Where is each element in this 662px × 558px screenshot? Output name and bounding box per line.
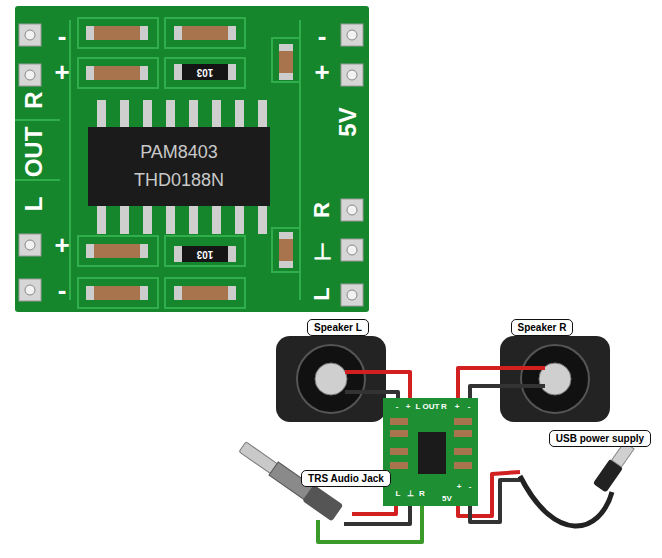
callout-text: Speaker L — [314, 322, 362, 333]
pin-label: - — [469, 483, 472, 491]
pin-label: - — [468, 403, 471, 411]
pin-label: + — [457, 483, 462, 491]
pin-label: ⊥ — [407, 490, 414, 498]
board-marking: + — [54, 232, 69, 258]
pin-label: - — [396, 403, 399, 411]
board-marking: L — [311, 287, 333, 300]
pin-label: + — [406, 403, 411, 411]
board-marking: + — [54, 59, 69, 85]
callout-label: USB power supply — [549, 430, 651, 447]
callout-text: TRS Audio Jack — [308, 473, 384, 484]
pin-label: OUT — [423, 403, 440, 411]
pin-label: R — [419, 490, 425, 498]
board-marking: PAM8403 — [140, 143, 218, 161]
pin-label: 5V — [442, 495, 452, 503]
board-marking: - — [318, 23, 327, 49]
pin-label: L — [396, 490, 401, 498]
board-marking: - — [58, 277, 67, 303]
callout-text: USB power supply — [556, 433, 644, 444]
board-marking: + — [314, 59, 329, 85]
board-marking: L — [22, 197, 46, 212]
callout-label: Speaker L — [307, 319, 369, 336]
callout-label: Speaker R — [511, 319, 574, 336]
board-marking: 103 — [197, 249, 214, 259]
board-marking: 103 — [197, 67, 214, 77]
pin-label: L — [416, 403, 421, 411]
callout-text: Speaker R — [518, 322, 567, 333]
board-marking: THD0188N — [134, 171, 224, 189]
board-marking: R — [22, 91, 46, 108]
board-marking: ⊥ — [313, 241, 332, 263]
pin-label: R — [441, 403, 447, 411]
board-marking: 5V — [336, 107, 360, 136]
callout-label: TRS Audio Jack — [301, 470, 391, 487]
pin-label: + — [455, 403, 460, 411]
board-marking: - — [58, 23, 67, 49]
board-marking: R — [311, 202, 333, 218]
board-marking: OUT — [22, 127, 46, 178]
